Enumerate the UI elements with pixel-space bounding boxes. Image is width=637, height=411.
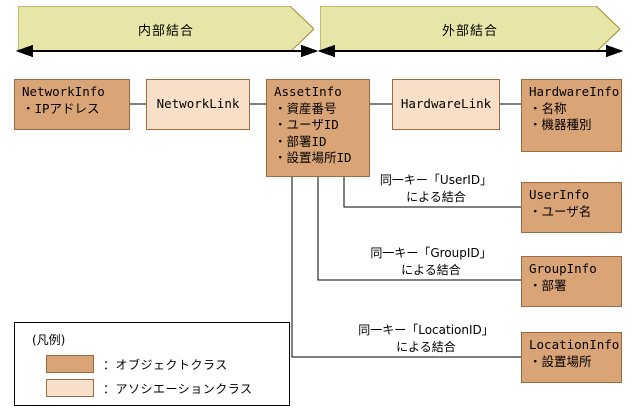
join-label-groupid-line2: による結合 [401, 263, 461, 277]
legend-row-assoc-class: ：アソシエーションクラス [46, 379, 253, 397]
legend: (凡例) ：オブジェクトクラス ：アソシエーションクラス [14, 322, 290, 406]
wire-assetinfo-groupinfo [317, 177, 521, 281]
node-assetinfo-attr-3: ・設置場所ID [274, 150, 352, 165]
node-hardwarelink[interactable]: HardwareLink [392, 79, 500, 130]
arrow-inner-join-right-head [301, 44, 319, 58]
node-groupinfo-attr-0: ・部署 [529, 277, 567, 293]
join-label-userid: 同一キー「UserID」 による結合 [350, 172, 522, 206]
node-networkinfo[interactable]: NetworkInfo ・IPアドレス [14, 79, 130, 130]
node-assetinfo-attr-1: ・ユーザID [274, 117, 339, 132]
banner-outer-join: 外部結合 [320, 6, 620, 52]
legend-label-object-class: ：オブジェクトクラス [103, 357, 228, 372]
wire-assetinfo-userinfo [343, 177, 521, 208]
wire-assetinfo-locationinfo [291, 177, 521, 358]
node-hardwareinfo-attr-0: ・名称 [529, 100, 567, 116]
node-locationinfo[interactable]: LocationInfo ・設置場所 [521, 332, 622, 383]
node-networklink-title: NetworkLink [156, 96, 240, 112]
banner-outer-join-label: 外部結合 [441, 23, 498, 39]
node-networkinfo-attr-0: ・IPアドレス [22, 100, 100, 116]
node-groupinfo[interactable]: GroupInfo ・部署 [521, 256, 622, 307]
legend-row-object-class: ：オブジェクトクラス [46, 355, 228, 373]
node-assetinfo-attr-0: ・資産番号 [274, 100, 337, 116]
node-networklink[interactable]: NetworkLink [146, 79, 250, 130]
arrow-outer-join-left-head [317, 44, 335, 58]
node-locationinfo-attr-0: ・設置場所 [529, 353, 592, 369]
node-hardwareinfo-title: HardwareInfo [529, 84, 620, 99]
node-hardwarelink-title: HardwareLink [400, 96, 492, 112]
node-userinfo-attr-0: ・ユーザ名 [529, 203, 592, 219]
node-userinfo[interactable]: UserInfo ・ユーザ名 [521, 182, 622, 233]
join-label-locationid: 同一キー「LocationID」 による結合 [330, 322, 522, 356]
legend-title: (凡例) [32, 333, 66, 347]
banner-outer-join-shape [320, 6, 620, 52]
node-userinfo-title: UserInfo [529, 187, 590, 202]
banner-span-arrows [15, 44, 624, 58]
join-label-userid-line2: による結合 [406, 190, 466, 204]
banner-inner-join-shape [18, 6, 314, 52]
banner-inner-join-label: 内部結合 [137, 23, 194, 39]
node-locationinfo-title: LocationInfo [529, 337, 620, 352]
join-label-groupid-line1: 同一キー「GroupID」 [370, 246, 492, 260]
banner-inner-join: 内部結合 [18, 6, 314, 52]
node-hardwareinfo-attr-1: ・機器種別 [529, 117, 592, 132]
join-label-locationid-line2: による結合 [396, 340, 456, 354]
join-label-groupid: 同一キー「GroupID」 による結合 [340, 245, 522, 279]
arrow-outer-join-right-head [606, 44, 624, 58]
join-label-userid-line1: 同一キー「UserID」 [379, 173, 493, 187]
arrow-inner-join-left-head [15, 44, 33, 58]
join-label-locationid-line1: 同一キー「LocationID」 [358, 323, 494, 337]
node-assetinfo-attr-2: ・部署ID [274, 133, 327, 149]
node-networkinfo-title: NetworkInfo [22, 84, 105, 99]
node-hardwareinfo[interactable]: HardwareInfo ・名称 ・機器種別 [521, 79, 622, 152]
node-groupinfo-title: GroupInfo [529, 261, 597, 276]
node-assetinfo[interactable]: AssetInfo ・資産番号 ・ユーザID ・部署ID ・設置場所ID [266, 79, 370, 177]
legend-swatch-object-class [46, 355, 94, 373]
legend-swatch-assoc-class [46, 379, 94, 397]
legend-label-assoc-class: ：アソシエーションクラス [103, 381, 253, 396]
node-assetinfo-title: AssetInfo [274, 84, 342, 99]
